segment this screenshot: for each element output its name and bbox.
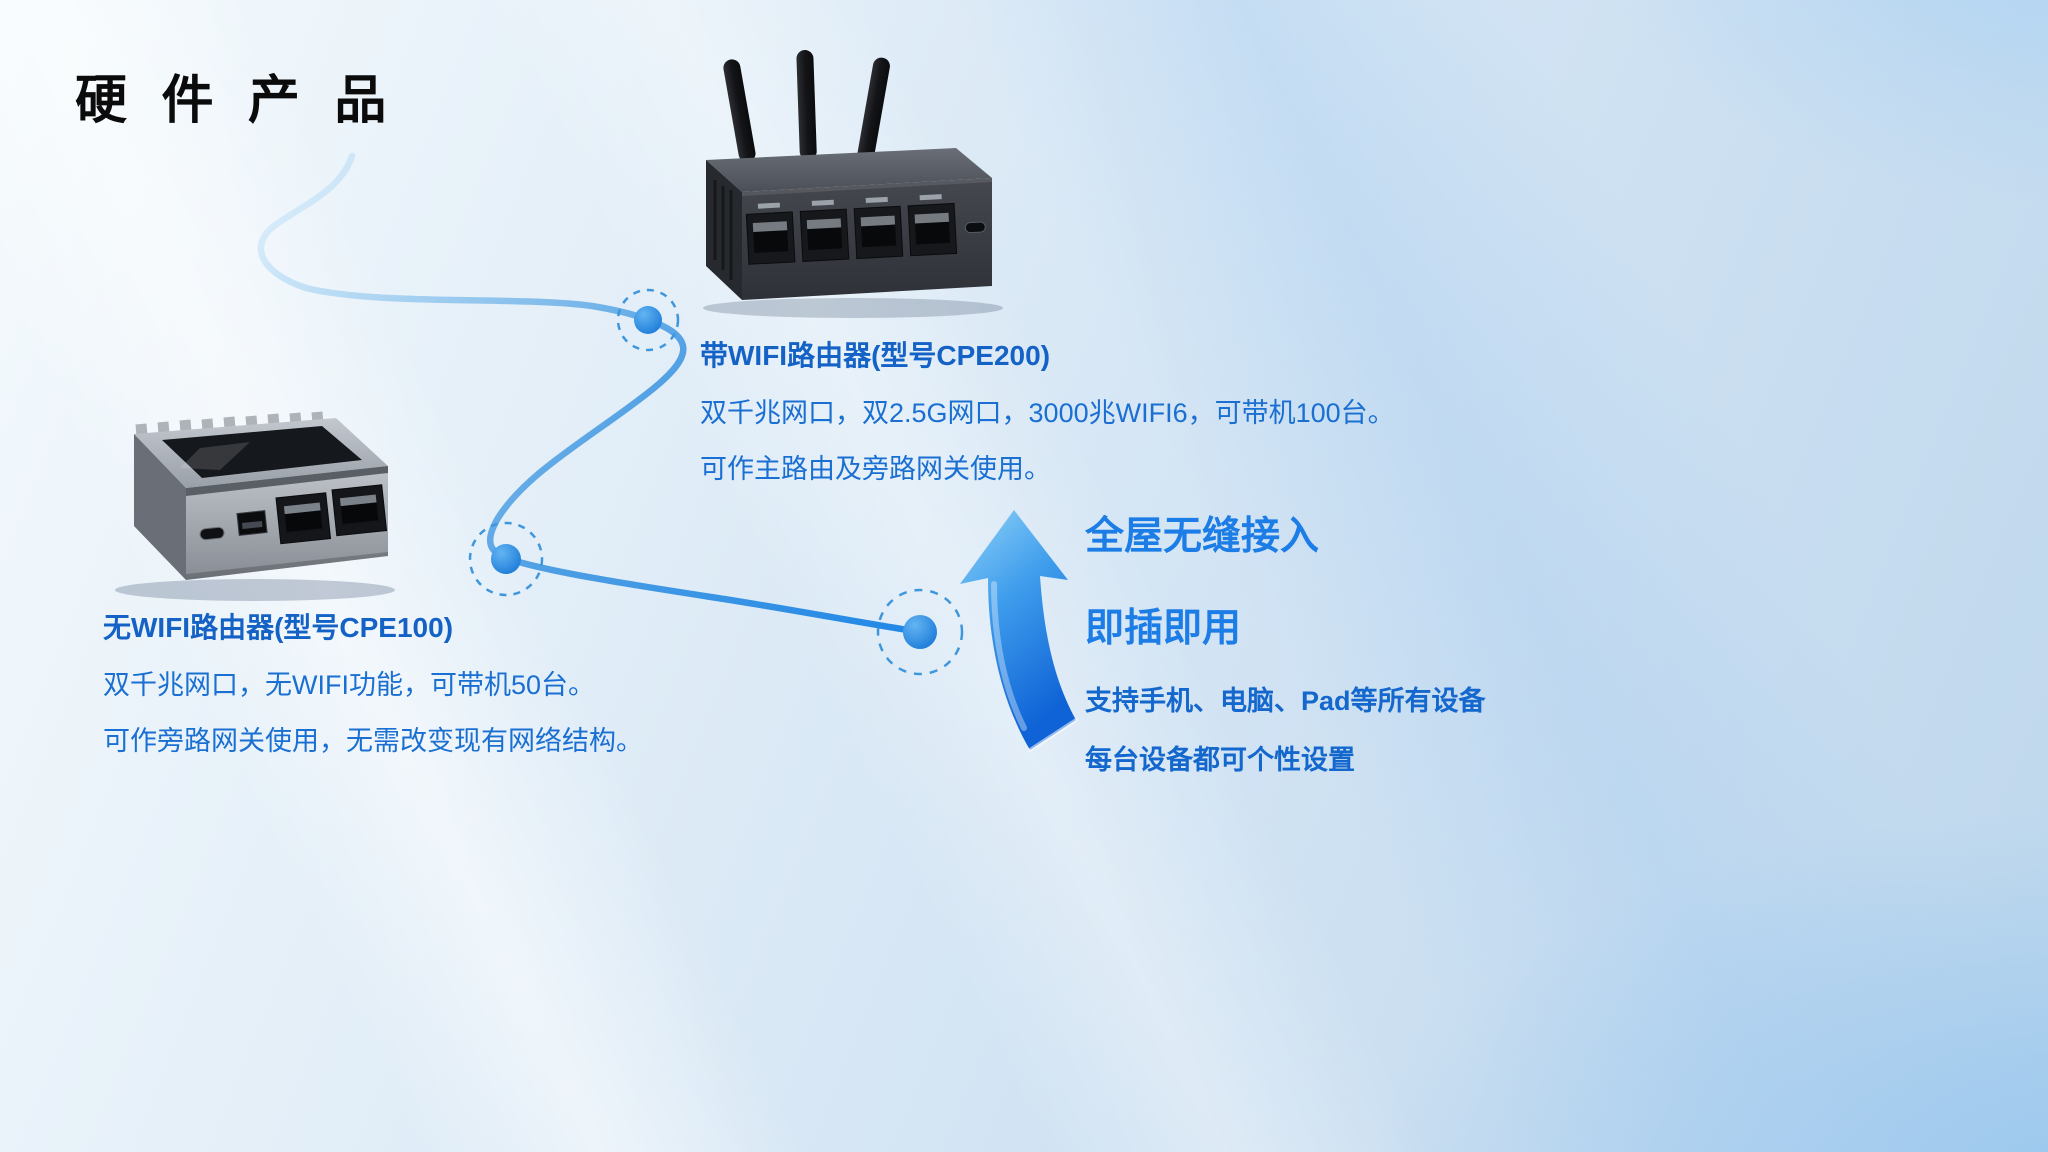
connector-node — [616, 288, 680, 352]
ethernet-port-icon — [799, 199, 850, 262]
cpe100-ports — [199, 484, 388, 545]
upward-arrow-icon — [952, 506, 1084, 754]
top-display-panel — [162, 426, 362, 478]
cpe200-spec-line: 双千兆网口，双2.5G网口，3000兆WIFI6，可带机100台。 — [700, 398, 1395, 428]
cpe200-ports — [745, 194, 986, 265]
cpe100-product-image — [100, 408, 400, 608]
cpe100-caption: 无WIFI路由器(型号CPE100) 双千兆网口，无WIFI功能，可带机50台。… — [103, 606, 803, 775]
cpe100-spec-line: 双千兆网口，无WIFI功能，可带机50台。 — [103, 670, 596, 700]
cpe100-product-name: 无WIFI路由器(型号CPE100) — [103, 612, 454, 643]
ethernet-port-icon — [907, 194, 958, 257]
cpe200-product-name: 带WIFI路由器(型号CPE200) — [700, 340, 1051, 371]
page-title: 硬 件 产 品 — [75, 72, 397, 130]
cpe100-usage-line: 可作旁路网关使用，无需改变现有网络结构。 — [103, 726, 643, 756]
feature-headline-2: 即插即用 — [1085, 607, 1242, 650]
usb-a-port-icon — [236, 510, 268, 536]
connector-node — [468, 521, 544, 597]
ethernet-port-icon — [275, 492, 332, 545]
ethernet-port-icon — [331, 484, 388, 537]
wifi-antenna-icon — [723, 50, 890, 163]
feature-line-2: 每台设备都可个性设置 — [1085, 745, 1355, 775]
usb-c-port-icon — [199, 526, 225, 541]
connector-node — [876, 588, 964, 676]
ethernet-port-icon — [853, 196, 904, 260]
ethernet-port-icon — [745, 202, 796, 265]
feature-line-1: 支持手机、电脑、Pad等所有设备 — [1085, 686, 1486, 716]
feature-headline-1: 全屋无缝接入 — [1085, 515, 1320, 558]
features-block: 全屋无缝接入 即插即用 支持手机、电脑、Pad等所有设备 每台设备都可个性设置 — [1085, 505, 1645, 797]
cpe200-product-image — [688, 48, 1008, 318]
cpe200-caption: 带WIFI路由器(型号CPE200) 双千兆网口，双2.5G网口，3000兆WI… — [700, 334, 1460, 503]
usb-c-port-icon — [964, 221, 986, 234]
cpe200-usage-line: 可作主路由及旁路网关使用。 — [700, 454, 1051, 484]
